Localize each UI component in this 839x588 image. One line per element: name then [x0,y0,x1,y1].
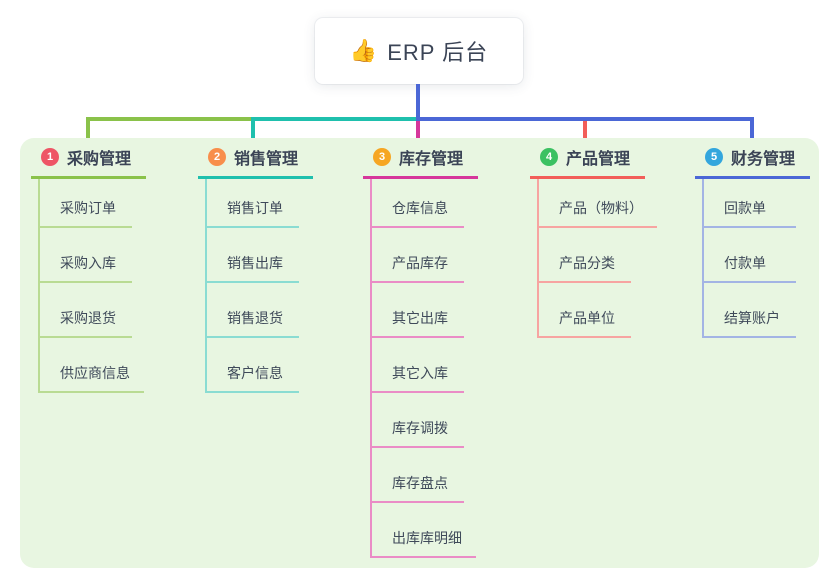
branch-header-product[interactable]: 4 产品管理 [530,138,645,179]
node-label: 采购订单 [60,200,116,216]
branch-children: 产品（物料） 产品分类 产品单位 [537,179,657,338]
connector-root-vertical [416,84,420,117]
connector-drop-finance [750,117,754,146]
node-label: 供应商信息 [60,365,130,381]
node-outbound-detail[interactable]: 出库库明细 [372,503,476,558]
node-label: 库存盘点 [392,475,448,491]
connector-horizontal-left [86,117,255,121]
node-purchase-inbound[interactable]: 采购入库 [40,228,132,283]
node-product-material[interactable]: 产品（物料） [539,179,657,228]
node-label: 销售退货 [227,310,283,326]
connector-drop-sales [251,117,255,146]
branch-title: 库存管理 [399,151,464,168]
connector-drop-purchase [86,117,90,146]
node-purchase-order[interactable]: 采购订单 [40,179,132,228]
node-label: 付款单 [724,255,766,271]
node-product-stock[interactable]: 产品库存 [372,228,464,283]
branch-purchase: 1 采购管理 采购订单 采购入库 采购退货 供应商信息 [31,138,191,393]
branch-number-badge: 5 [705,148,723,166]
node-label: 回款单 [724,200,766,216]
node-label: 采购入库 [60,255,116,271]
node-receipt-voucher[interactable]: 回款单 [704,179,796,228]
node-label: 客户信息 [227,365,283,381]
branch-title: 采购管理 [67,151,132,168]
branch-children: 采购订单 采购入库 采购退货 供应商信息 [38,179,144,393]
node-label: 产品单位 [559,310,615,326]
node-supplier-info[interactable]: 供应商信息 [40,338,144,393]
branch-product: 4 产品管理 产品（物料） 产品分类 产品单位 [530,138,690,338]
connector-horizontal-right [416,117,754,121]
node-label: 销售出库 [227,255,283,271]
branch-finance: 5 财务管理 回款单 付款单 结算账户 [695,138,839,338]
branch-header-purchase[interactable]: 1 采购管理 [31,138,146,179]
node-label: 采购退货 [60,310,116,326]
branch-header-sales[interactable]: 2 销售管理 [198,138,313,179]
branch-header-inventory[interactable]: 3 库存管理 [363,138,478,179]
branch-children: 销售订单 销售出库 销售退货 客户信息 [205,179,299,393]
node-label: 产品（物料） [559,200,643,216]
branch-header-finance[interactable]: 5 财务管理 [695,138,810,179]
node-label: 出库库明细 [392,530,462,546]
branch-children: 仓库信息 产品库存 其它出库 其它入库 库存调拨 库存盘点 出库库明细 [370,179,476,558]
node-other-inbound[interactable]: 其它入库 [372,338,464,393]
node-label: 销售订单 [227,200,283,216]
node-sales-return[interactable]: 销售退货 [207,283,299,338]
node-label: 仓库信息 [392,200,448,216]
branch-number-badge: 3 [373,148,391,166]
node-stock-taking[interactable]: 库存盘点 [372,448,464,503]
connector-drop-inventory [416,121,420,146]
node-customer-info[interactable]: 客户信息 [207,338,299,393]
node-other-outbound[interactable]: 其它出库 [372,283,464,338]
branch-children: 回款单 付款单 结算账户 [702,179,796,338]
branch-title: 销售管理 [234,151,299,168]
thumbs-up-icon: 👍 [349,38,378,63]
node-sales-outbound[interactable]: 销售出库 [207,228,299,283]
node-label: 库存调拨 [392,420,448,436]
connector-horizontal-mid [255,117,420,121]
node-label: 其它入库 [392,365,448,381]
node-product-unit[interactable]: 产品单位 [539,283,631,338]
node-label: 产品库存 [392,255,448,271]
branch-title: 产品管理 [566,151,631,168]
branch-number-badge: 1 [41,148,59,166]
node-label: 产品分类 [559,255,615,271]
branch-number-badge: 4 [540,148,558,166]
root-title: ERP 后台 [387,40,489,65]
node-warehouse-info[interactable]: 仓库信息 [372,179,464,228]
node-label: 其它出库 [392,310,448,326]
branch-number-badge: 2 [208,148,226,166]
node-product-category[interactable]: 产品分类 [539,228,631,283]
node-settlement-account[interactable]: 结算账户 [704,283,796,338]
node-sales-order[interactable]: 销售订单 [207,179,299,228]
node-payment-voucher[interactable]: 付款单 [704,228,796,283]
branch-inventory: 3 库存管理 仓库信息 产品库存 其它出库 其它入库 库存调拨 库存盘点 出库库… [363,138,523,558]
root-node[interactable]: 👍 ERP 后台 [315,18,523,84]
branches-panel [20,138,819,568]
node-purchase-return[interactable]: 采购退货 [40,283,132,338]
branch-sales: 2 销售管理 销售订单 销售出库 销售退货 客户信息 [198,138,358,393]
branch-title: 财务管理 [731,151,796,168]
connector-drop-product [583,121,587,146]
node-label: 结算账户 [724,310,780,326]
node-stock-transfer[interactable]: 库存调拨 [372,393,464,448]
